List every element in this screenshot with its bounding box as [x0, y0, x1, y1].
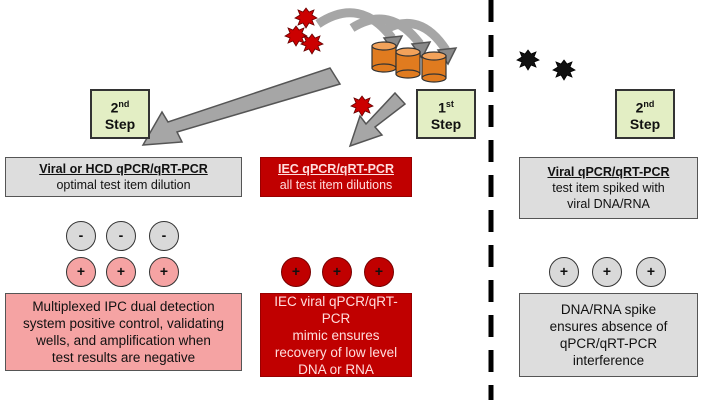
spike-positive-circle: + [636, 257, 666, 287]
spike-line: interference [572, 353, 645, 368]
positive-control-circle: + [149, 257, 179, 287]
iec-description-box: IEC viral qPCR/qRT-PCR mimic ensures rec… [260, 293, 412, 377]
negative-control-circle: - [66, 221, 96, 251]
iec-line: mimic ensures [292, 327, 380, 343]
spike-positive-circle: + [549, 257, 579, 287]
iec-line: DNA or RNA [298, 361, 374, 377]
step-box-left: 2nd Step [90, 89, 150, 139]
spike-line: DNA/RNA spike [560, 302, 657, 317]
ipc-description-box: Multiplexed IPC dual detection system po… [5, 293, 242, 371]
viral-right-box: Viral qPCR/qRT-PCR test item spiked with… [519, 157, 698, 219]
ipc-line: system positive control, validating [22, 316, 225, 331]
iec-title: IEC qPCR/qRT-PCR [278, 162, 394, 176]
positive-control-circle: + [66, 257, 96, 287]
ipc-line: Multiplexed IPC dual detection [32, 299, 215, 314]
iec-line: IEC viral qPCR/qRT-PCR [274, 293, 398, 326]
iec-box: IEC qPCR/qRT-PCR all test item dilutions [260, 157, 412, 197]
spike-description-box: DNA/RNA spike ensures absence of qPCR/qR… [519, 293, 698, 377]
iec-positive-circle: + [281, 257, 311, 287]
cylinder-icon [371, 41, 447, 83]
viral-hcd-box: Viral or HCD qPCR/qRT-PCR optimal test i… [5, 157, 242, 197]
viral-right-sub2: viral DNA/RNA [567, 197, 650, 211]
viral-hcd-sub: optimal test item dilution [56, 178, 191, 192]
iec-positive-circle: + [322, 257, 352, 287]
spike-positive-circle: + [592, 257, 622, 287]
ipc-line: test results are negative [51, 350, 196, 365]
ipc-line: wells, and amplification when [36, 333, 211, 348]
small-arrow-icon [348, 91, 407, 148]
viral-hcd-title: Viral or HCD qPCR/qRT-PCR [39, 162, 208, 176]
iec-positive-circle: + [364, 257, 394, 287]
iec-sub: all test item dilutions [279, 178, 393, 192]
virus-icon [284, 7, 374, 117]
negative-control-circle: - [149, 221, 179, 251]
spike-line: ensures absence of [549, 319, 668, 334]
viral-right-title: Viral qPCR/qRT-PCR [547, 165, 670, 179]
positive-control-circle: + [106, 257, 136, 287]
spike-line: qPCR/qRT-PCR [559, 336, 658, 351]
large-arrow-icon [141, 67, 342, 146]
viral-right-sub1: test item spiked with [552, 181, 665, 195]
iec-line: recovery of low level [274, 344, 398, 360]
step-box-middle: 1st Step [416, 89, 476, 139]
step-box-right: 2nd Step [615, 89, 675, 139]
negative-control-circle: - [106, 221, 136, 251]
virus-icon [516, 49, 576, 81]
